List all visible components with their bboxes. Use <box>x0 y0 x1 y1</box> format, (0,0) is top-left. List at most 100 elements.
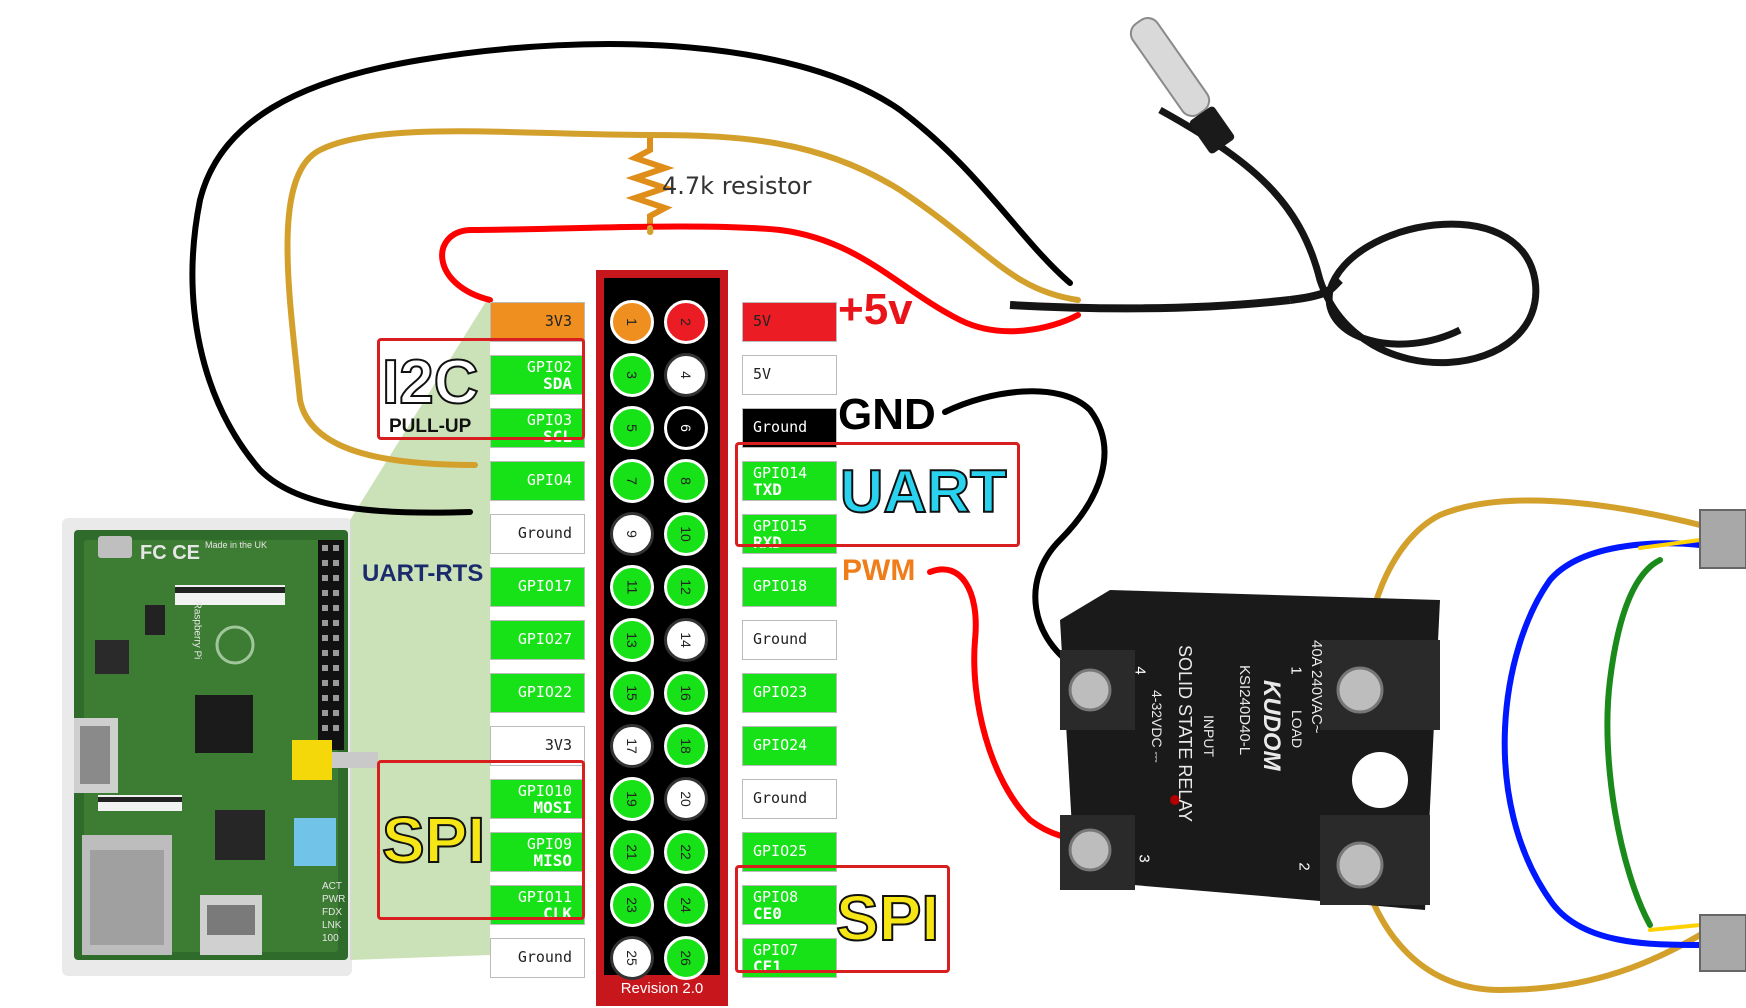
right-pin-label: 5V <box>742 302 837 342</box>
pin-name: 3V3 <box>544 312 572 330</box>
pin-name: GPIO14 <box>753 464 808 482</box>
pi-led-labels: ACT PWR FDX LNK 100 <box>322 880 345 945</box>
left-pin-label: Ground <box>490 514 585 554</box>
pin-function: MOSI <box>533 798 572 817</box>
pin-16: 16 <box>664 671 708 715</box>
pin-3: 3 <box>610 353 654 397</box>
gnd-label: GND <box>838 390 936 439</box>
pin-name: GPIO25 <box>753 842 808 860</box>
pin-name: GPIO27 <box>517 630 572 648</box>
relay-load-rating: 40A 240VAC~ <box>1308 640 1325 734</box>
pin-name: Ground <box>517 948 572 966</box>
left-pin-label: 3V3 <box>490 726 585 766</box>
pin-name: GPIO9 <box>526 835 572 853</box>
pi-model: Raspberry Pi <box>191 601 203 660</box>
header-callout-fan <box>350 295 490 960</box>
right-pin-label: GPIO24 <box>742 726 837 766</box>
pin-14: 14 <box>664 618 708 662</box>
pin-name: Ground <box>753 630 808 648</box>
pin-1: 1 <box>610 300 654 344</box>
pin-name: Ground <box>753 418 808 436</box>
left-pin-label: GPIO27 <box>490 620 585 660</box>
pin-24: 24 <box>664 883 708 927</box>
relay-terminal-2: 2 <box>1295 862 1313 871</box>
resistor-4k7 <box>625 135 675 228</box>
pin-22: 22 <box>664 830 708 874</box>
spi-right-frame <box>735 865 950 973</box>
pi-made-in: Made in the UK <box>205 540 268 550</box>
pin-8: 8 <box>664 459 708 503</box>
left-pin-label: GPIO22 <box>490 673 585 713</box>
revision-label: Revision 2.0 <box>620 980 704 997</box>
pi-led-label: LNK <box>322 920 342 931</box>
pin-9: 9 <box>610 512 654 556</box>
ac-connector-top <box>1699 509 1746 569</box>
pin-4: 4 <box>664 353 708 397</box>
pin-name: GPIO4 <box>526 471 572 489</box>
pi-led-label: 100 <box>322 933 339 944</box>
pin-name: GPIO8 <box>753 888 799 906</box>
pin-name: 3V3 <box>544 736 572 754</box>
right-pin-label: 5V <box>742 355 837 395</box>
pi-led-label: ACT <box>322 881 342 892</box>
right-pin-label: Ground <box>742 620 837 660</box>
resistor-label: 4.7k resistor <box>662 172 812 200</box>
relay-brand: KUDOM <box>1258 680 1285 771</box>
relay-input-rating: 4-32VDC ⎓ <box>1149 690 1165 763</box>
relay-terminal-3: 3 <box>1135 854 1153 863</box>
spi-left-frame <box>377 760 585 920</box>
pin-13: 13 <box>610 618 654 662</box>
pin-6: 6 <box>664 406 708 450</box>
right-pin-label: Ground <box>742 408 837 448</box>
pin-name: 5V <box>753 365 772 383</box>
relay-type: SOLID STATE RELAY <box>1175 645 1195 823</box>
pin-21: 21 <box>610 830 654 874</box>
pin-name: GPIO11 <box>517 888 572 906</box>
i2c-frame <box>377 338 585 440</box>
pin-name: GPIO15 <box>753 517 808 535</box>
pi-fcc: FC CE <box>140 542 200 564</box>
pin-10: 10 <box>664 512 708 556</box>
left-pin-label: 3V3 <box>490 302 585 342</box>
pin-18: 18 <box>664 724 708 768</box>
pin-function: MISO <box>533 851 572 870</box>
raspberry-pi-board <box>62 518 378 976</box>
pin-12: 12 <box>664 565 708 609</box>
uart-label: UART <box>839 458 1008 525</box>
pin-name: Ground <box>517 524 572 542</box>
left-pin-label: GPIO4 <box>490 461 585 501</box>
uart-frame <box>735 442 1020 547</box>
pin-name: Ground <box>753 789 808 807</box>
pi-led-label: PWR <box>322 894 346 905</box>
relay-terminal-4: 4 <box>1131 666 1149 675</box>
pin-name: GPIO18 <box>753 577 808 595</box>
pin-name: GPIO3 <box>526 411 572 429</box>
pin-name: GPIO24 <box>753 736 808 754</box>
pin-19: 19 <box>610 777 654 821</box>
pin-17: 17 <box>610 724 654 768</box>
pin-25: 25 <box>610 936 654 980</box>
relay-input: INPUT <box>1201 715 1217 757</box>
wires <box>189 41 1703 994</box>
pi-led-label: FDX <box>322 907 342 918</box>
pin-26: 26 <box>664 936 708 980</box>
left-pin-label: GPIO17 <box>490 567 585 607</box>
spi-right-label: SPI <box>835 882 940 954</box>
pin-function: SCL <box>543 427 572 446</box>
pin-name: GPIO22 <box>517 683 572 701</box>
pin-20: 20 <box>664 777 708 821</box>
pin-name: GPIO17 <box>517 577 572 595</box>
pin-7: 7 <box>610 459 654 503</box>
pin-function: CE0 <box>753 904 782 923</box>
relay-load: LOAD <box>1289 710 1305 749</box>
pin-name: 5V <box>753 312 772 330</box>
uart-rts-label: UART-RTS <box>362 560 484 587</box>
relay-terminal-1: 1 <box>1287 666 1305 675</box>
pin-23: 23 <box>610 883 654 927</box>
ac-connector-bottom <box>1699 914 1746 972</box>
